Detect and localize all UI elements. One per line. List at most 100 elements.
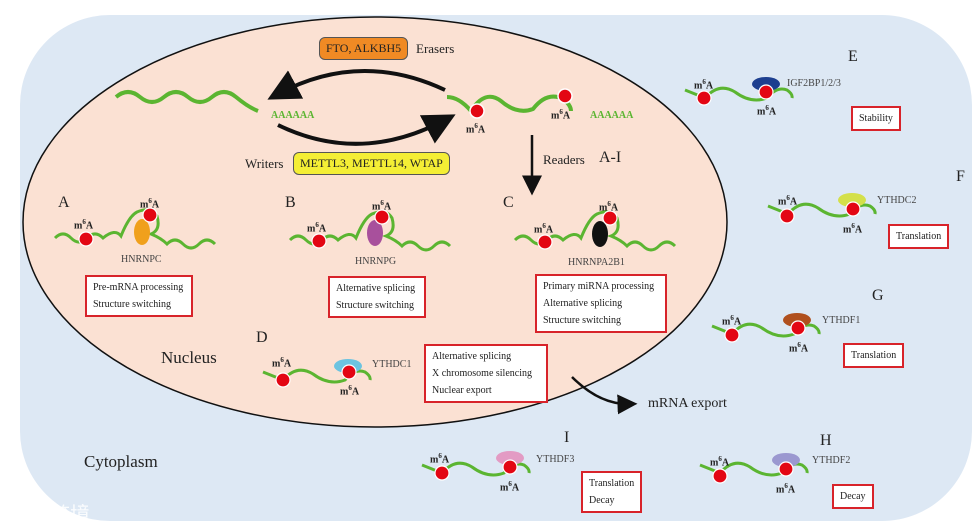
reader-c-graphic — [513, 210, 677, 252]
hnrnpc-protein — [134, 219, 150, 245]
reader-b-protein: HNRNPG — [355, 256, 397, 267]
m6a-label: m6A — [710, 455, 730, 469]
writers-arrow — [277, 114, 456, 146]
m6a-label: m6A — [307, 221, 327, 235]
hnrnpa2b1-protein — [592, 221, 608, 247]
function-item: Structure switching — [336, 300, 415, 311]
reader-h-protein: YTHDF2 — [812, 455, 851, 466]
reader-h-letter: H — [820, 432, 832, 449]
readers-label: Readers — [543, 152, 585, 167]
erasers-label: Erasers — [416, 41, 455, 56]
m6a-label: m6A — [599, 200, 619, 214]
m6a-label: m6A — [340, 384, 360, 398]
reader-a-protein: HNRNPC — [121, 254, 162, 265]
function-item: Alternative splicing — [432, 351, 512, 362]
reader-d-graphic — [262, 359, 372, 388]
reader-c-functions: Primary miRNA processing Alternative spl… — [535, 274, 667, 333]
m6a-label: m6A — [757, 104, 777, 118]
mrna-export-label: mRNA export — [648, 396, 727, 411]
m6a-label: m6A — [140, 197, 160, 211]
function-item: Translation — [851, 350, 897, 361]
m6a-dot — [311, 233, 327, 249]
function-item: Structure switching — [93, 299, 172, 310]
ythdf2-protein — [772, 453, 800, 467]
function-item: Primary miRNA processing — [543, 281, 655, 292]
m6a-dot — [758, 84, 774, 100]
reader-e-graphic — [684, 77, 794, 106]
writers-box: METTL3, METTL14, WTAP — [293, 152, 450, 175]
m6a-label: m6A — [466, 122, 486, 136]
reader-a-graphic — [53, 207, 217, 250]
reader-b-graphic — [288, 209, 452, 252]
reader-d-protein: YTHDC1 — [372, 359, 412, 370]
m6a-dot — [374, 209, 390, 225]
function-item: Alternative splicing — [543, 298, 623, 309]
reader-h-graphic — [699, 453, 809, 484]
reader-b-letter: B — [285, 194, 296, 211]
reader-g-graphic — [711, 313, 821, 343]
reader-c-protein: HNRNPA2B1 — [568, 257, 625, 268]
m6a-label: m6A — [272, 356, 292, 370]
hnrnpg-protein — [367, 220, 383, 246]
function-item: Structure switching — [543, 315, 622, 326]
function-item: Nuclear export — [432, 385, 492, 396]
m6a-dot — [712, 468, 728, 484]
igf2bp-protein — [752, 77, 780, 91]
m6a-dot — [78, 231, 94, 247]
m6a-label: m6A — [722, 314, 742, 328]
m6a-label: m6A — [778, 194, 798, 208]
reader-i-functions: Translation Decay — [581, 471, 643, 513]
writers-label: Writers — [245, 156, 284, 171]
m6a-label: m6A — [500, 480, 520, 494]
function-item: Decay — [840, 491, 866, 502]
m6a-label: m6A — [843, 222, 863, 236]
reader-h-functions: Decay — [832, 484, 874, 509]
function-item: X chromosome silencing — [432, 368, 532, 379]
reader-e-letter: E — [848, 48, 858, 65]
reader-f-protein: YTHDC2 — [877, 195, 917, 206]
m6a-dot — [557, 88, 573, 104]
poly-a-tail: AAAAAA — [590, 110, 634, 121]
m6a-label: m6A — [74, 218, 94, 232]
reader-a-functions: Pre-mRNA processing Structure switching — [85, 275, 193, 317]
m6a-dot — [275, 372, 291, 388]
reader-g-letter: G — [872, 287, 884, 304]
m6a-dot — [341, 364, 357, 380]
m6a-label: m6A — [551, 108, 571, 122]
nucleus-label: Nucleus — [161, 348, 217, 367]
export-arrow — [571, 376, 638, 415]
poly-a-tail: AAAAAA — [271, 110, 315, 121]
reader-i-letter: I — [564, 429, 570, 446]
m6a-dot — [778, 461, 794, 477]
unmodified-rna — [114, 90, 259, 113]
reader-d-functions: Alternative splicing X chromosome silenc… — [424, 344, 548, 403]
reader-e-functions: Stability — [851, 106, 901, 131]
m6a-label: m6A — [534, 222, 554, 236]
reader-f-functions: Translation — [888, 224, 950, 249]
function-item: Stability — [859, 113, 893, 124]
m6a-label: m6A — [694, 78, 714, 92]
m6a-dot — [845, 201, 861, 217]
reader-d-letter: D — [256, 329, 268, 346]
m6a-dot — [696, 90, 712, 106]
readers-range: A-I — [599, 149, 622, 166]
m6a-label: m6A — [776, 482, 796, 496]
reader-e-protein: IGF2BP1/2/3 — [787, 78, 841, 89]
m6a-dot — [142, 207, 158, 223]
cytoplasm-label: Cytoplasm — [84, 452, 158, 471]
m6a-dot — [502, 459, 518, 475]
function-item: Decay — [589, 495, 615, 506]
ythdf3-protein — [496, 451, 524, 465]
m6a-label: m6A — [372, 199, 392, 213]
reader-f-graphic — [767, 193, 877, 224]
reader-b-functions: Alternative splicing Structure switching — [328, 276, 426, 318]
reader-i-protein: YTHDF3 — [536, 454, 575, 465]
reader-a-letter: A — [58, 194, 70, 211]
function-item: Pre-mRNA processing — [93, 282, 184, 293]
m6a-dot — [434, 465, 450, 481]
m6a-dot — [602, 210, 618, 226]
function-item: Translation — [896, 231, 942, 242]
reader-i-graphic — [421, 451, 531, 481]
m6a-label: m6A — [430, 452, 450, 466]
